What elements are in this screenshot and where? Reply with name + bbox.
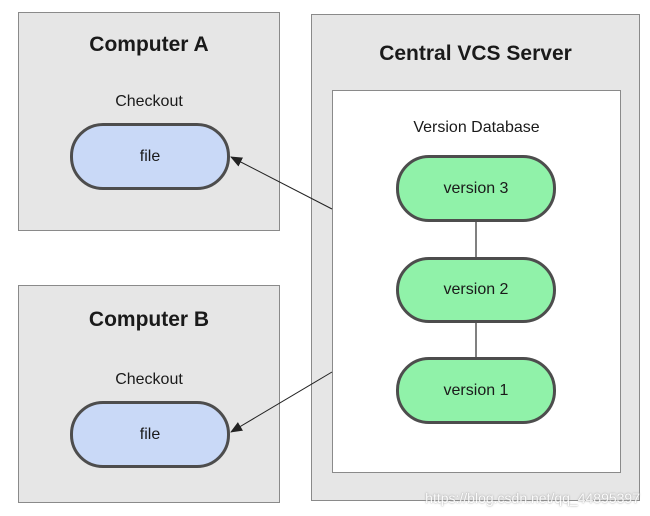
computer-b-title: Computer B [88, 308, 210, 331]
version-2-node: version 2 [396, 257, 556, 323]
computer-b-panel: Computer B Checkout file [18, 285, 280, 503]
computer-b-file-node: file [70, 401, 230, 468]
server-title: Central VCS Server [379, 42, 572, 65]
computer-a-file-node: file [70, 123, 230, 190]
version-1-label: version 1 [443, 381, 509, 399]
version-2-label: version 2 [443, 281, 509, 298]
source-watermark: https://blog.csdn.net/qq_44895397 [425, 490, 640, 506]
computer-b-file-label: file [139, 425, 161, 443]
computer-a-file-label: file [139, 147, 161, 165]
version-3-label: version 3 [443, 179, 509, 197]
checkout-arrow-computer-b [230, 371, 333, 433]
version-3-node: version 3 [396, 155, 556, 222]
computer-a-panel: Computer A Checkout file [18, 12, 280, 231]
computer-a-title: Computer A [89, 33, 209, 56]
computer-a-checkout-label: Checkout [115, 93, 183, 110]
version-database-label: Version Database [413, 119, 540, 136]
computer-b-checkout-label: Checkout [115, 371, 183, 388]
checkout-arrow-computer-a [230, 156, 333, 210]
version-1-node: version 1 [396, 357, 556, 424]
